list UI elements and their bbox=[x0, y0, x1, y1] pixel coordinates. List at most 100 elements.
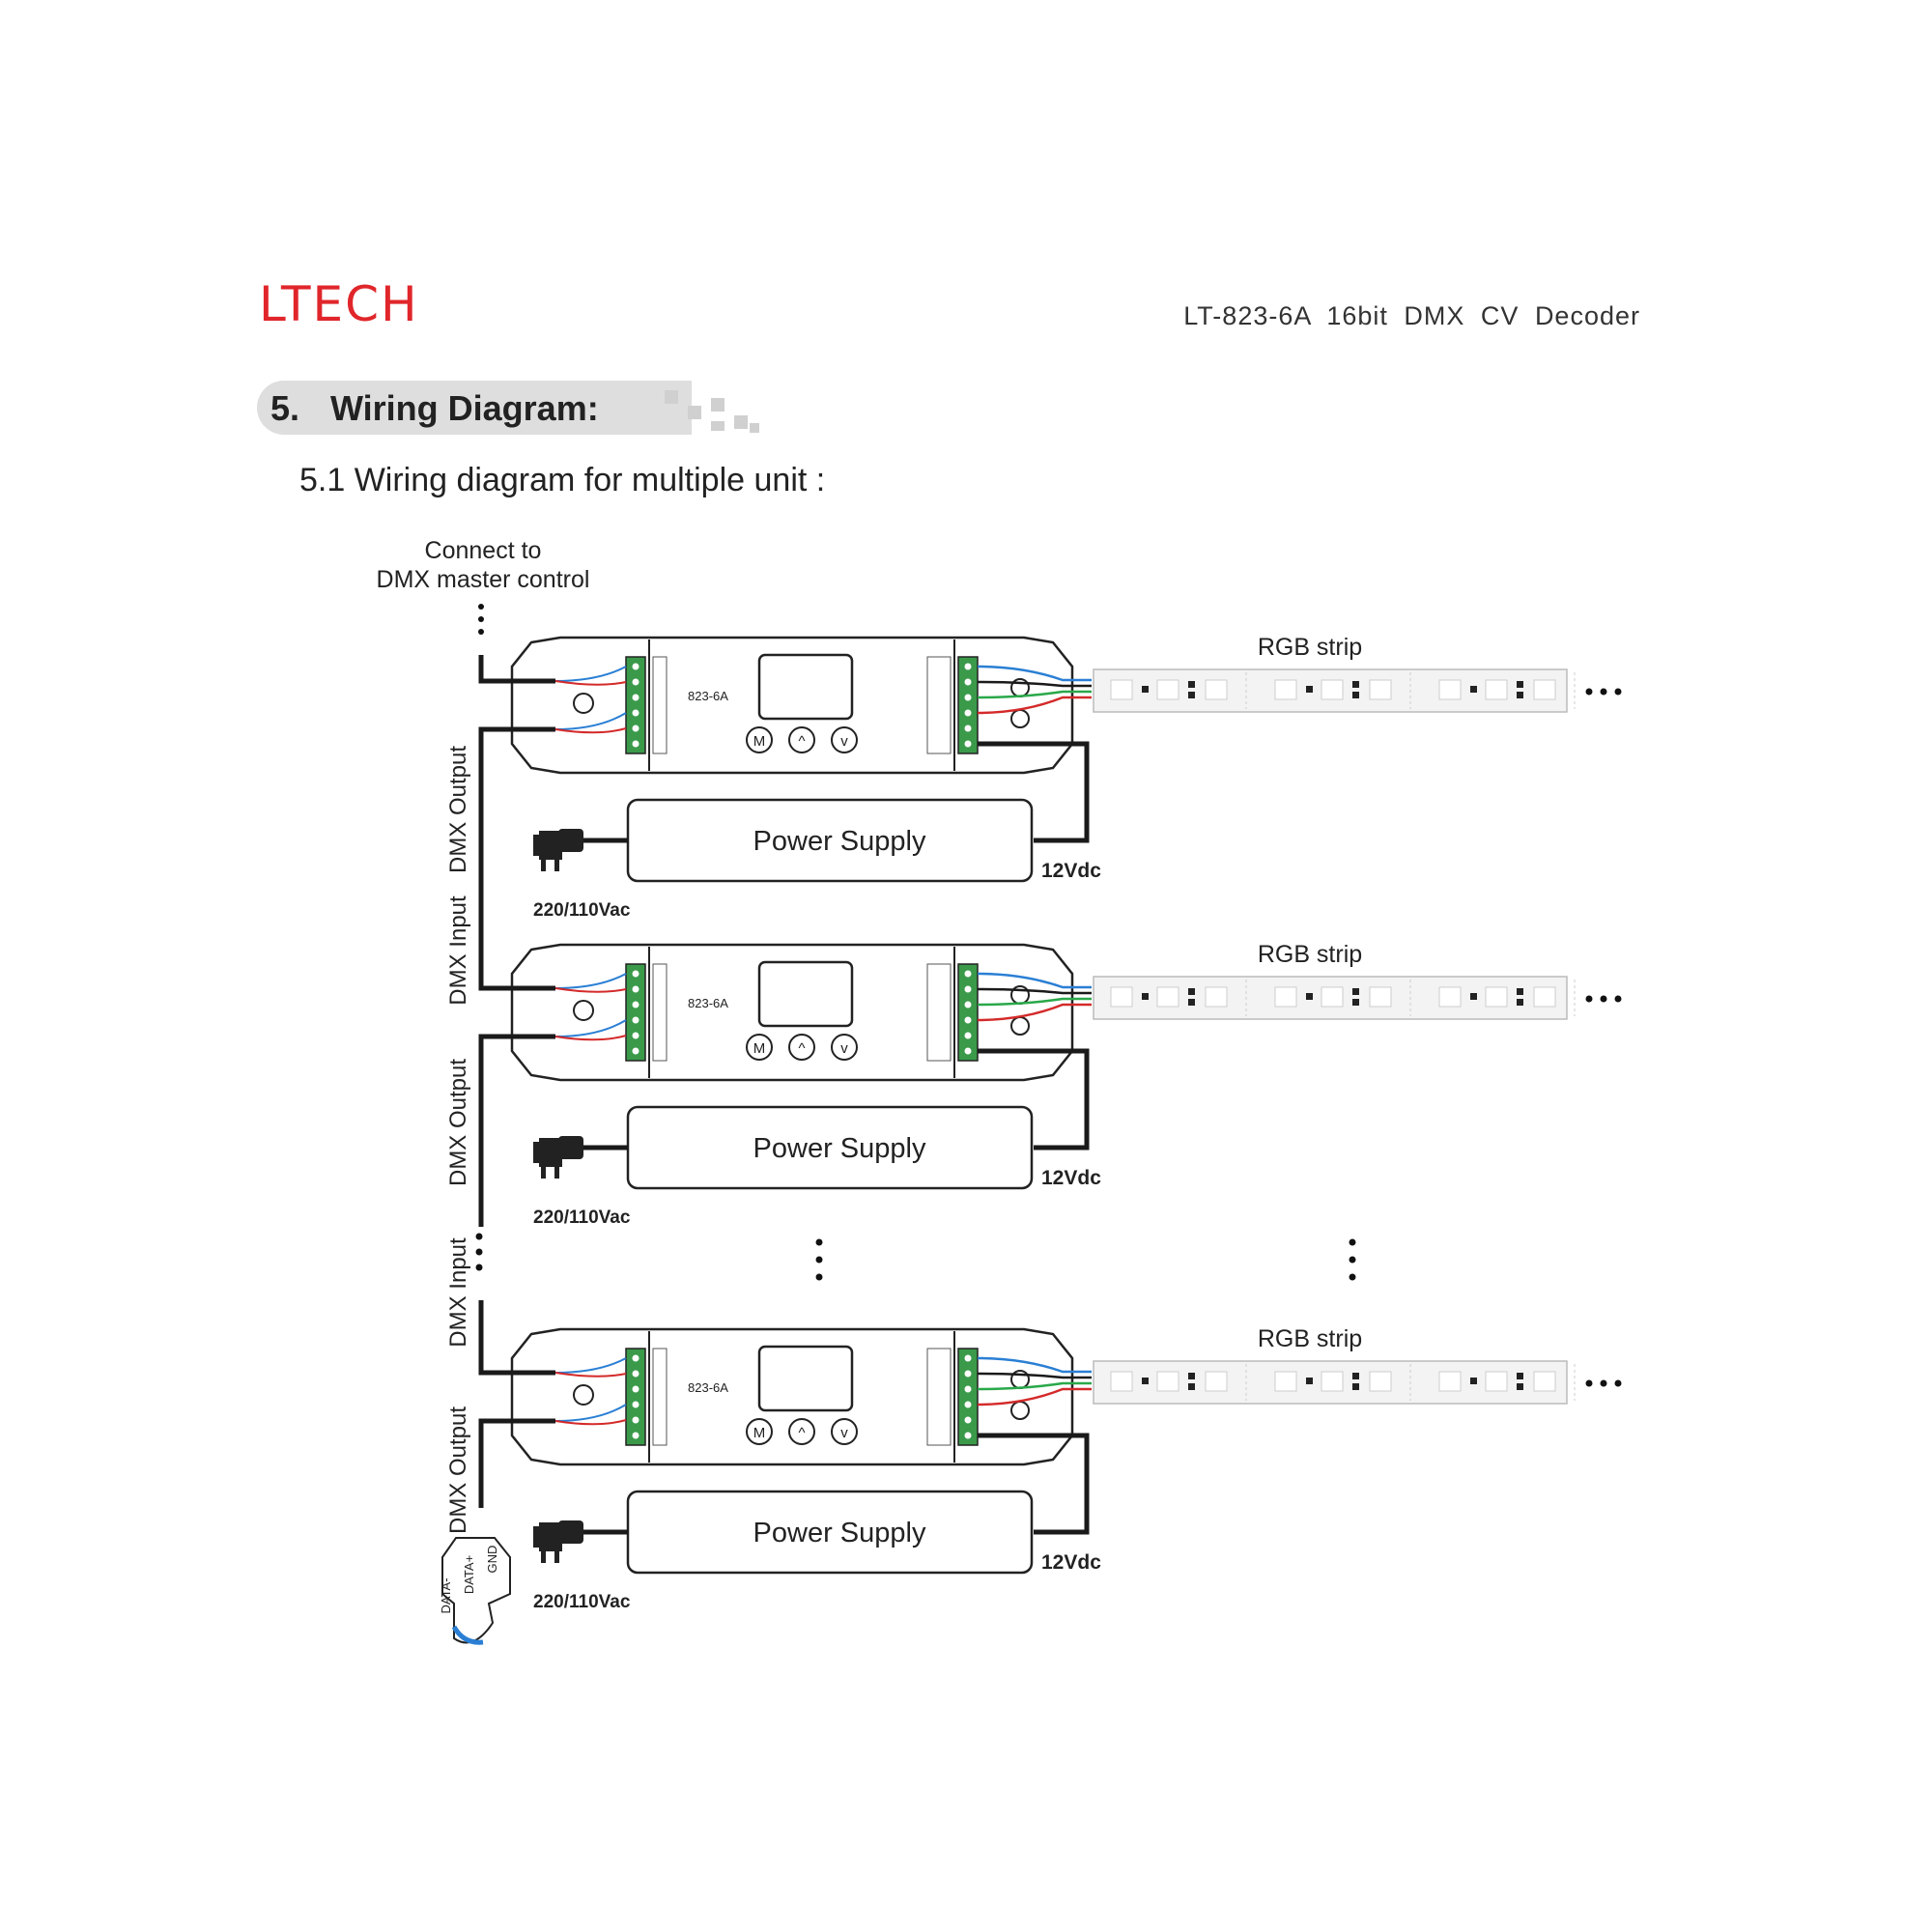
input-terminal-block bbox=[625, 1348, 646, 1446]
strip-continuation-dots bbox=[1585, 1379, 1622, 1387]
model-label: 823-6A bbox=[688, 1380, 728, 1395]
dmx-terminator: DATA- DATA+ GND bbox=[439, 1537, 511, 1645]
led-chip bbox=[1533, 679, 1556, 700]
terminal-screw bbox=[964, 1432, 972, 1439]
power-supply: Power Supply 12Vdc bbox=[626, 798, 1101, 883]
terminal-screw bbox=[632, 709, 639, 717]
mounting-hole bbox=[573, 1384, 594, 1406]
dc-power-wire bbox=[978, 1048, 1090, 1151]
resistor bbox=[1517, 681, 1523, 688]
terminal-screw bbox=[964, 970, 972, 978]
resistor bbox=[1188, 988, 1195, 995]
terminal-screw bbox=[964, 1047, 972, 1055]
dmx-output-wire bbox=[478, 1034, 555, 1220]
terminal-screw bbox=[632, 1401, 639, 1408]
resistor bbox=[1306, 993, 1313, 1000]
up-button-label: ^ bbox=[798, 1425, 805, 1441]
resistor bbox=[1352, 1373, 1359, 1379]
terminal-screw bbox=[632, 1032, 639, 1039]
terminal-screw bbox=[632, 1370, 639, 1378]
resistor bbox=[1306, 686, 1313, 693]
terminal-screw bbox=[964, 985, 972, 993]
ac-plug-icon bbox=[533, 1520, 628, 1563]
dmx-input-label: DMX Input bbox=[445, 895, 471, 1006]
led-chip bbox=[1321, 679, 1344, 700]
strip-continuation-dots bbox=[1585, 688, 1622, 696]
output-lead-red bbox=[554, 1035, 627, 1041]
input-lead-blue bbox=[554, 1357, 627, 1374]
dc-power-wire bbox=[978, 741, 1090, 843]
rgb-lead bbox=[977, 680, 1092, 688]
power-supply-label: Power Supply bbox=[753, 826, 926, 857]
down-button: v bbox=[831, 726, 858, 753]
lcd-display bbox=[757, 1345, 854, 1412]
strip-ellipsis bbox=[1349, 1238, 1356, 1281]
rgb-lead bbox=[977, 690, 1092, 699]
led-chip bbox=[1485, 1371, 1508, 1392]
lcd-display bbox=[757, 653, 854, 721]
terminal-screw bbox=[964, 678, 972, 686]
resistor bbox=[1306, 1378, 1313, 1384]
terminal-label-plate bbox=[652, 1348, 668, 1446]
led-chip bbox=[1156, 1371, 1179, 1392]
resistor bbox=[1517, 999, 1523, 1006]
model-label: 823-6A bbox=[688, 996, 728, 1010]
lcd-display bbox=[757, 960, 854, 1028]
rgb-strip bbox=[1093, 668, 1622, 713]
led-chip bbox=[1438, 679, 1462, 700]
resistor bbox=[1352, 692, 1359, 698]
rgb-lead bbox=[977, 1372, 1092, 1379]
led-chip bbox=[1321, 986, 1344, 1008]
terminal-screw bbox=[964, 1416, 972, 1424]
led-chip bbox=[1369, 986, 1392, 1008]
dc-voltage-label: 12Vdc bbox=[1041, 1551, 1101, 1574]
terminal-screw bbox=[632, 970, 639, 978]
mounting-hole bbox=[573, 693, 594, 714]
input-lead-red bbox=[554, 987, 627, 993]
input-lead-red bbox=[554, 680, 627, 686]
mounting-hole bbox=[1010, 1401, 1030, 1420]
output-lead-blue bbox=[554, 1404, 627, 1422]
terminal-screw bbox=[964, 1370, 972, 1378]
power-supply-label: Power Supply bbox=[753, 1518, 926, 1548]
mode-button: M bbox=[746, 1418, 773, 1445]
master-label-line2: DMX master control bbox=[377, 566, 590, 593]
resistor bbox=[1352, 988, 1359, 995]
mounting-hole bbox=[573, 1000, 594, 1021]
led-chip bbox=[1205, 986, 1228, 1008]
output-terminal-block bbox=[957, 1348, 979, 1446]
resistor bbox=[1188, 692, 1195, 698]
led-chip bbox=[1156, 679, 1179, 700]
led-chip bbox=[1485, 679, 1508, 700]
ac-voltage-label: 220/110Vac bbox=[533, 1592, 631, 1612]
rgb-strip bbox=[1093, 976, 1622, 1020]
resistor bbox=[1352, 681, 1359, 688]
master-ellipsis bbox=[478, 604, 484, 635]
dmx-link-wire bbox=[478, 913, 555, 991]
ac-voltage-label: 220/110Vac bbox=[533, 900, 631, 921]
ac-plug-icon bbox=[533, 829, 628, 871]
mode-button-label: M bbox=[753, 1425, 766, 1441]
resistor bbox=[1470, 1378, 1477, 1384]
input-terminal-block bbox=[625, 963, 646, 1062]
led-chip bbox=[1205, 1371, 1228, 1392]
dc-voltage-label: 12Vdc bbox=[1041, 860, 1101, 882]
rgb-lead bbox=[977, 1003, 1092, 1022]
master-label-line1: Connect to bbox=[425, 537, 542, 564]
document-title: LT-823-6A 16bit DMX CV Decoder bbox=[1183, 301, 1640, 330]
dc-voltage-label: 12Vdc bbox=[1041, 1167, 1101, 1189]
output-terminal-block bbox=[957, 963, 979, 1062]
dmx-output-wire bbox=[478, 1418, 555, 1508]
led-chip bbox=[1533, 1371, 1556, 1392]
resistor bbox=[1188, 1383, 1195, 1390]
input-terminal-block bbox=[625, 656, 646, 754]
dmx-input-wire bbox=[478, 655, 555, 684]
terminal-label-plate bbox=[652, 656, 668, 754]
strip-label: RGB strip bbox=[1258, 1325, 1362, 1352]
strip-label: RGB strip bbox=[1258, 941, 1362, 968]
output-lead-blue bbox=[554, 1019, 627, 1037]
terminal-label-plate bbox=[652, 963, 668, 1062]
dmx-output-label: DMX Output bbox=[445, 1406, 471, 1534]
